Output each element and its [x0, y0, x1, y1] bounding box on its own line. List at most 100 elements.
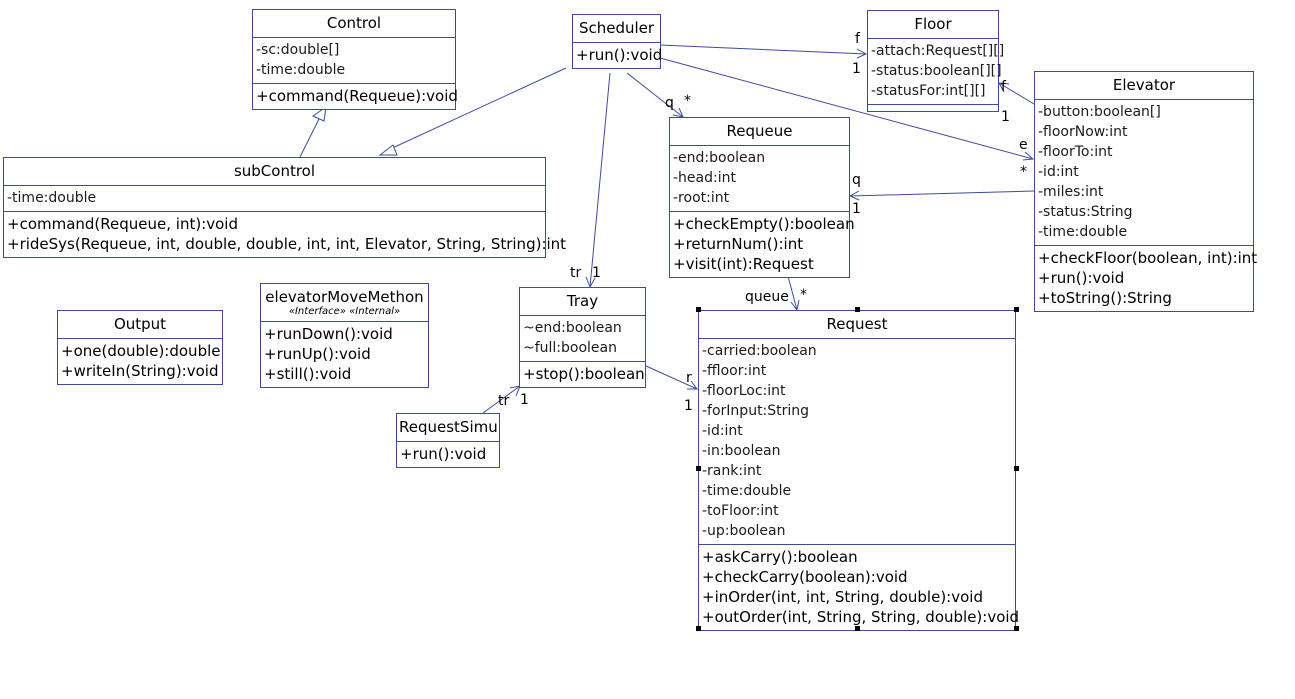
attribute: ~full:boolean — [523, 340, 618, 356]
attribute-section: -attach:Request[][] -status:boolean[][] … — [868, 39, 1004, 105]
resize-handle[interactable] — [1014, 466, 1019, 471]
operation: +rideSys(Requeue, int, double, double, i… — [7, 235, 567, 253]
operation-section: +runDown():void +runUp():void +still():v… — [261, 322, 428, 387]
operation: +checkEmpty():boolean — [673, 215, 855, 233]
edge-label-multiplicity: * — [684, 93, 691, 109]
attribute-section: -button:boolean[] -floorNow:int -floorTo… — [1035, 100, 1253, 246]
attribute: -time:double — [702, 483, 792, 499]
attribute: -ffloor:int — [702, 363, 767, 379]
class-name: Control — [253, 10, 455, 38]
operation: +runDown():void — [264, 325, 393, 343]
class-name: Output — [58, 311, 222, 339]
class-request[interactable]: Request -carried:boolean -ffloor:int -fl… — [698, 310, 1020, 631]
attribute: -in:boolean — [702, 443, 781, 459]
edge-scheduler-elevator[interactable] — [659, 57, 1034, 160]
edge-requestsimu-tray[interactable] — [482, 385, 521, 414]
operation-section — [868, 105, 998, 111]
operation-section: +checkEmpty():boolean +returnNum():int +… — [670, 212, 855, 277]
operation: +command(Requeue):void — [256, 87, 458, 105]
operation: +run():void — [1038, 269, 1125, 287]
edge-label-role: q — [852, 172, 861, 188]
operation: +visit(int):Request — [673, 255, 814, 273]
navigable-arrowhead — [1022, 151, 1035, 161]
edge-scheduler-tray[interactable] — [589, 72, 611, 288]
operation: +inOrder(int, int, String, double):void — [702, 588, 983, 606]
class-name: Requeue — [670, 118, 849, 146]
attribute-section: -sc:double[] -time:double — [253, 38, 455, 84]
resize-handle[interactable] — [696, 626, 701, 631]
edge-elevator-requeue[interactable] — [849, 190, 1035, 197]
attribute: -id:int — [702, 423, 743, 439]
class-name: Elevator — [1035, 72, 1253, 100]
operation: +still():void — [264, 365, 352, 383]
operation-section: +command(Requeue, int):void +rideSys(Req… — [4, 212, 567, 257]
edge-label-multiplicity: * — [1020, 164, 1027, 180]
attribute: -status:String — [1038, 204, 1133, 220]
class-elevator[interactable]: Elevator -button:boolean[] -floorNow:int… — [1034, 71, 1258, 312]
class-scheduler[interactable]: Scheduler +run():void — [572, 14, 662, 69]
operation: +one(double):double — [61, 342, 221, 360]
attribute: -id:int — [1038, 164, 1079, 180]
edge-requeue-request[interactable] — [787, 275, 798, 311]
attribute: -up:boolean — [702, 523, 786, 539]
resize-handle[interactable] — [1014, 307, 1019, 312]
stereotype-label: «Interface» «Internal» — [288, 306, 401, 317]
edge-scheduler-requeue[interactable] — [626, 72, 684, 118]
operation: +outOrder(int, String, String, double):v… — [702, 608, 1020, 626]
operation-section: +command(Requeue):void — [253, 84, 458, 109]
attribute: -time:double — [7, 190, 97, 206]
edge-label-multiplicity: 1 — [592, 265, 601, 281]
operation: +run():void — [400, 445, 487, 463]
class-requestsimu[interactable]: RequestSimu +run():void — [396, 413, 500, 468]
attribute: -rank:int — [702, 463, 762, 479]
class-floor[interactable]: Floor -attach:Request[][] -status:boolea… — [867, 10, 1004, 112]
class-control[interactable]: Control -sc:double[] -time:double +comma… — [252, 9, 458, 110]
resize-handle[interactable] — [696, 307, 701, 312]
edge-subcontrol-control[interactable] — [299, 114, 322, 158]
edge-tray-request[interactable] — [645, 365, 698, 390]
class-name: Tray — [520, 288, 645, 316]
attribute: -root:int — [673, 190, 730, 206]
generalization-arrowhead — [311, 105, 327, 122]
class-name: Scheduler — [573, 15, 660, 43]
attribute: -statusFor:int[][] — [871, 83, 986, 99]
resize-handle[interactable] — [855, 626, 860, 631]
attribute: -end:boolean — [673, 150, 766, 166]
navigable-arrowhead — [687, 380, 698, 390]
resize-handle[interactable] — [855, 307, 860, 312]
class-elevatormovemethon[interactable]: elevatorMoveMethon «Interface» «Internal… — [260, 283, 429, 388]
class-output[interactable]: Output +one(double):double +writeIn(Stri… — [57, 310, 223, 385]
attribute: ~end:boolean — [523, 320, 622, 336]
edge-label-multiplicity: 1 — [852, 61, 861, 77]
attribute: -time:double — [256, 62, 346, 78]
operation: +stop():boolean — [523, 365, 645, 383]
attribute-section: ~end:boolean ~full:boolean — [520, 316, 645, 362]
class-requeue[interactable]: Requeue -end:boolean -head:int -root:int… — [669, 117, 855, 278]
navigable-arrowhead — [848, 190, 860, 201]
resize-handle[interactable] — [1014, 626, 1019, 631]
edge-label-role: q — [665, 95, 674, 111]
edge-label-multiplicity: 1 — [684, 398, 693, 414]
attribute: -status:boolean[][] — [871, 63, 1002, 79]
edge-elevator-floor[interactable] — [998, 82, 1035, 105]
resize-handle[interactable] — [696, 466, 701, 471]
edge-label-role: tr — [570, 265, 582, 281]
class-tray[interactable]: Tray ~end:boolean ~full:boolean +stop():… — [519, 287, 646, 388]
attribute: -sc:double[] — [256, 42, 340, 58]
edge-subcontrol-scheduler[interactable] — [387, 67, 567, 151]
class-name: RequestSimu — [397, 414, 499, 442]
attribute: -forInput:String — [702, 403, 810, 419]
class-name: Floor — [868, 11, 998, 39]
edge-scheduler-floor[interactable] — [659, 44, 867, 55]
attribute: -button:boolean[] — [1038, 104, 1161, 120]
class-name: elevatorMoveMethon «Interface» «Internal… — [261, 284, 428, 322]
navigable-arrowhead — [856, 48, 868, 59]
operation: +checkFloor(boolean, int):int — [1038, 249, 1258, 267]
class-subcontrol[interactable]: subControl -time:double +command(Requeue… — [3, 157, 567, 258]
generalization-arrowhead — [378, 144, 398, 156]
attribute: -toFloor:int — [702, 503, 779, 519]
edge-label-role: f — [855, 31, 860, 47]
operation-section: +checkFloor(boolean, int):int +run():voi… — [1035, 246, 1258, 311]
edge-label-multiplicity: * — [800, 287, 807, 303]
attribute-section: -end:boolean -head:int -root:int — [670, 146, 849, 212]
